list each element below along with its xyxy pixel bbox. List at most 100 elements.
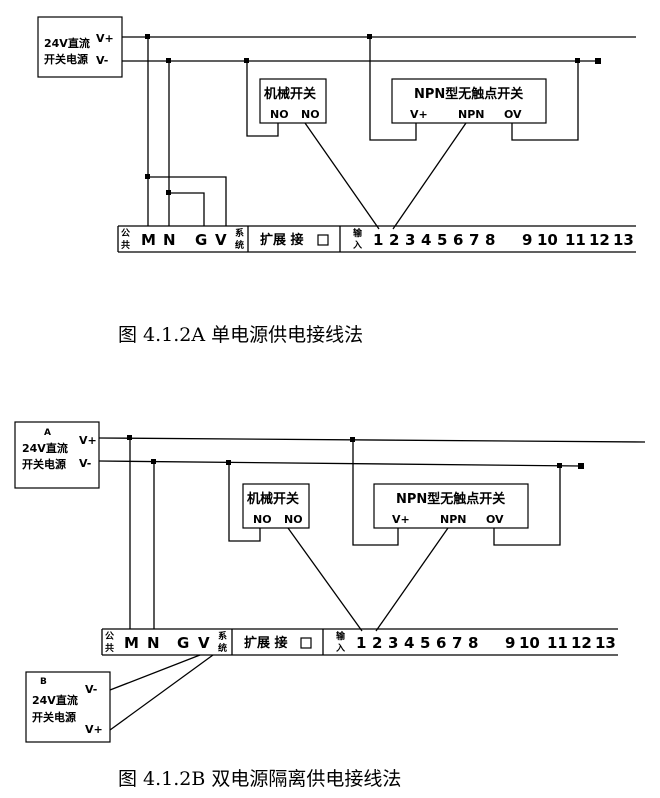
input-label-bottom: 入: [352, 240, 362, 251]
wire: [304, 122, 380, 230]
power-a-line2: 开关电源: [22, 457, 66, 471]
mech-no2: NO: [301, 108, 320, 121]
terminal-m-b: M: [124, 634, 139, 652]
terminal-1-b: 1: [356, 634, 366, 652]
diagram-b: A 24V直流 开关电源 V+ V- 机械开关 NO NO NPN型无触点开关 …: [14, 421, 646, 790]
npn-0v: OV: [504, 108, 522, 121]
terminal-9: 9: [522, 231, 532, 249]
terminal-2: 2: [389, 231, 399, 249]
node: [166, 190, 171, 195]
terminal-v-b: V: [198, 634, 210, 652]
mech-switch-title: 机械开关: [264, 86, 316, 102]
power-supply-box: [37, 16, 123, 78]
terminal-m: M: [141, 231, 156, 249]
terminal-12: 12: [589, 231, 610, 249]
power-supply-b-box: [25, 671, 111, 743]
terminal-numbers-a: 1 2 3 4 5 6 7 8 9 10 11 12 13: [373, 231, 634, 249]
terminal-g-b: G: [177, 634, 189, 652]
power-label-line2: 开关电源: [44, 52, 88, 66]
node: [244, 58, 249, 63]
node: [350, 437, 355, 442]
terminal-4: 4: [421, 231, 431, 249]
common-label-top-b: 公: [105, 631, 114, 642]
node: [145, 174, 150, 179]
source-b-letter: B: [40, 677, 47, 687]
terminal-g: G: [195, 231, 207, 249]
node: [166, 58, 171, 63]
terminal-strip-b: 公 共 M N G V 系 统 扩展 接 输 入 1 2 3 4 5 6 7 8…: [101, 628, 618, 656]
mech-no2-b: NO: [284, 513, 303, 526]
npn-vplus: V+: [410, 108, 428, 121]
terminal-strip-a: 公 共 M N G V 系 统 扩展 接 输 入 1 2 3 4 5 6 7 8…: [117, 225, 636, 253]
terminal-8: 8: [485, 231, 495, 249]
terminal-3-b: 3: [388, 634, 398, 652]
wire: [148, 176, 227, 226]
power-a-line1: 24V直流: [22, 441, 68, 455]
system-label-top-b: 系: [218, 630, 227, 642]
terminal-11-b: 11: [547, 634, 568, 652]
terminal-4-b: 4: [404, 634, 414, 652]
terminal-n-b: N: [147, 634, 160, 652]
npn-switch-box-b: [373, 483, 529, 529]
power-b-line1: 24V直流: [32, 693, 78, 707]
node: [151, 459, 156, 464]
mech-no1-b: NO: [253, 513, 272, 526]
terminal-1: 1: [373, 231, 383, 249]
wire: [287, 527, 363, 632]
mech-switch-title-b: 机械开关: [247, 491, 299, 507]
wire: [246, 61, 279, 137]
terminal-5-b: 5: [420, 634, 430, 652]
terminal-13: 13: [613, 231, 634, 249]
terminal-5: 5: [437, 231, 447, 249]
b-vplus-label: V+: [85, 723, 103, 736]
wire: [109, 654, 214, 731]
terminal-n: N: [163, 231, 176, 249]
terminal-6-b: 6: [436, 634, 446, 652]
input-label-top: 输: [353, 227, 363, 239]
expansion-port-icon: [317, 234, 329, 246]
npn-title-b: NPN型无触点开关: [396, 491, 505, 507]
terminal-2-b: 2: [372, 634, 382, 652]
mechanical-switch-box: [259, 78, 327, 124]
system-label-bottom-b: 统: [218, 642, 227, 654]
mechanical-switch-box-b: [242, 483, 310, 529]
npn-npn-b: NPN: [440, 513, 466, 526]
b-vminus-label: V-: [85, 683, 97, 696]
mech-no1: NO: [270, 108, 289, 121]
system-label-bottom: 统: [235, 239, 244, 251]
terminal-v: V: [215, 231, 227, 249]
system-label-top: 系: [235, 227, 244, 239]
vminus-bus-b: [98, 460, 581, 467]
wire: [169, 192, 205, 226]
wire: [392, 122, 467, 230]
vminus-label: V-: [96, 54, 108, 67]
node: [127, 435, 132, 440]
npn-vplus-b: V+: [392, 513, 410, 526]
bus-end-node: [595, 58, 601, 64]
wire: [109, 654, 201, 691]
expansion-label-b: 扩展 接: [244, 635, 288, 651]
npn-switch-box: [391, 78, 547, 124]
wire: [493, 466, 561, 546]
wire: [352, 440, 399, 546]
vplus-label-b: V+: [79, 434, 97, 447]
node: [557, 463, 562, 468]
source-a-letter: A: [44, 428, 51, 438]
vplus-bus-b: [98, 437, 646, 443]
node: [575, 58, 580, 63]
wire: [369, 37, 417, 141]
caption-a: 图 4.1.2A 单电源供电接线法: [118, 324, 363, 346]
npn-npn: NPN: [458, 108, 484, 121]
expansion-port-icon: [300, 637, 312, 649]
terminal-numbers-b: 1 2 3 4 5 6 7 8 9 10 11 12 13: [356, 634, 616, 652]
npn-0v-b: OV: [486, 513, 504, 526]
vplus-label: V+: [96, 32, 114, 45]
wire: [511, 61, 579, 141]
terminal-7-b: 7: [452, 634, 462, 652]
npn-title: NPN型无触点开关: [414, 86, 523, 102]
common-label-bottom-b: 共: [105, 642, 114, 654]
terminal-12-b: 12: [571, 634, 592, 652]
vminus-label-b: V-: [79, 457, 91, 470]
